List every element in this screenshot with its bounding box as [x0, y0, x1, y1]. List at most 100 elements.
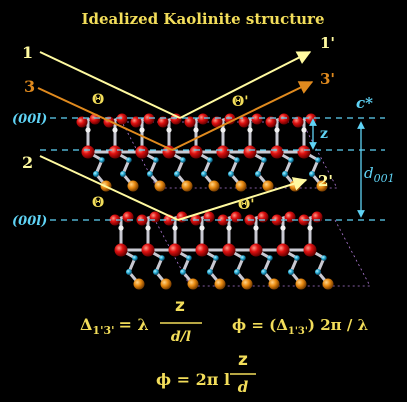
oxygen-atom [216, 145, 230, 159]
oxygen-atom [311, 211, 323, 223]
silicon-atom [153, 269, 159, 275]
formula-1-numerator: z [175, 296, 185, 316]
theta-prime-label-top: Θ' [232, 94, 248, 110]
cation-atom [160, 278, 172, 290]
oxygen-atom [168, 243, 182, 257]
hydrogen-atom [199, 225, 205, 231]
theta-label-bottom: Θ [92, 195, 104, 211]
oxygen-atom [265, 116, 277, 128]
cation-atom [262, 180, 274, 192]
oxygen-atom [149, 211, 161, 223]
silicon-atom [234, 157, 240, 163]
hydrogen-atom [301, 127, 307, 133]
silicon-atom [321, 255, 327, 261]
beam-2-label: 2 [22, 153, 33, 172]
hydrogen-atom [166, 127, 172, 133]
silicon-atom [315, 157, 321, 163]
beam-2-prime-label: 2' [318, 172, 333, 190]
oxygen-atom [203, 211, 215, 223]
silicon-atom [234, 269, 240, 275]
formula-3-numerator: z [238, 350, 248, 370]
cation-atom [181, 180, 193, 192]
silicon-atom [153, 157, 159, 163]
hydrogen-atom [145, 225, 151, 231]
hydrogen-atom [118, 225, 124, 231]
silicon-atom [207, 269, 213, 275]
beam-2-incident [39, 155, 179, 221]
oxygen-atom [109, 214, 121, 226]
z-label: z [320, 126, 328, 142]
cation-atom [235, 180, 247, 192]
beam-2-reflected [177, 177, 308, 221]
oxygen-atom [249, 243, 263, 257]
silicon-atom [315, 269, 321, 275]
c-star-label: c* [356, 94, 373, 112]
silicon-atom [180, 157, 186, 163]
formula-3-lhs: ϕ = 2π l [156, 370, 230, 389]
oxygen-atom [222, 243, 236, 257]
silicon-atom [309, 171, 315, 177]
silicon-atom [282, 171, 288, 177]
cation-atom [295, 278, 307, 290]
silicon-atom [267, 255, 273, 261]
oxygen-atom [276, 243, 290, 257]
oxygen-atom [284, 211, 296, 223]
hydrogen-atom [280, 225, 286, 231]
silicon-atom [207, 157, 213, 163]
silicon-atom [213, 255, 219, 261]
oxygen-atom [211, 116, 223, 128]
hydrogen-atom [226, 225, 232, 231]
formula-phi-delta: ϕ = (Δ1'3') 2π / λ [232, 316, 368, 337]
silicon-atom [288, 157, 294, 163]
silicon-atom [201, 171, 207, 177]
oxygen-atom [157, 116, 169, 128]
svg-text:Δ1'3'= λ: Δ1'3'= λ [80, 315, 149, 337]
silicon-atom [288, 269, 294, 275]
oxygen-atom [130, 116, 142, 128]
hydrogen-atom [247, 127, 253, 133]
oxygen-atom [257, 211, 269, 223]
oxygen-atom [116, 113, 128, 125]
oxygen-atom [184, 116, 196, 128]
beam-3-prime-label: 3' [320, 70, 335, 88]
oxygen-atom [230, 211, 242, 223]
oxygen-atom [243, 145, 257, 159]
oxygen-atom [303, 243, 317, 257]
theta-label-top: Θ [92, 92, 104, 108]
beam-1-label: 1 [22, 43, 33, 62]
hydrogen-atom [253, 225, 259, 231]
oxygen-atom [76, 116, 88, 128]
diagram-title: Idealized Kaolinite structure [82, 10, 325, 28]
silicon-atom [294, 255, 300, 261]
silicon-atom [120, 171, 126, 177]
oxygen-atom [238, 116, 250, 128]
formula-3-denominator: d [238, 378, 249, 396]
oxygen-atom [292, 116, 304, 128]
beam-3-incident [37, 87, 173, 151]
cation-atom [241, 278, 253, 290]
cation-atom [268, 278, 280, 290]
silicon-atom [132, 255, 138, 261]
cation-atom [187, 278, 199, 290]
oxygen-atom [278, 113, 290, 125]
silicon-atom [174, 171, 180, 177]
cation-atom [127, 180, 139, 192]
oxygen-atom [224, 113, 236, 125]
hydrogen-atom [172, 225, 178, 231]
hydrogen-atom [220, 127, 226, 133]
beam-1-reflected [179, 51, 312, 119]
cation-atom [133, 278, 145, 290]
oxygen-atom [170, 113, 182, 125]
silicon-atom [180, 269, 186, 275]
theta-prime-label-bottom: Θ' [238, 197, 254, 213]
cation-atom [154, 180, 166, 192]
plane-label-top: (00l) [12, 112, 47, 127]
silicon-atom [159, 255, 165, 261]
beam-1-incident [39, 51, 181, 119]
oxygen-atom [217, 214, 229, 226]
silicon-atom [261, 269, 267, 275]
beam-3-label: 3 [24, 77, 35, 96]
oxygen-atom [122, 211, 134, 223]
formula-phi: ϕ = 2π l z d [156, 350, 256, 396]
oxygen-atom [143, 113, 155, 125]
